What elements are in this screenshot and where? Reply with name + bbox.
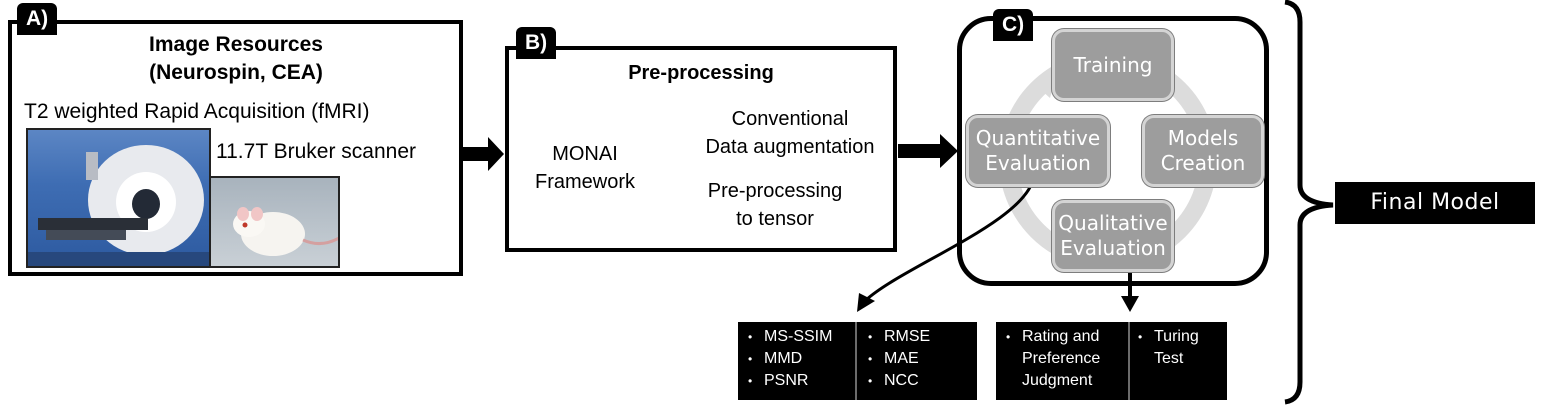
panel-b-title: Pre-processing — [628, 62, 774, 84]
panel-a-subtitle: T2 weighted Rapid Acquisition (fMRI) — [24, 100, 370, 123]
qualitative-metrics-divider — [1128, 322, 1130, 400]
panel-a-tag: A) — [17, 3, 58, 35]
quantitative-metrics-arrow — [857, 174, 1036, 312]
quantitative-metrics-col2: RMSE MAE NCC — [866, 326, 930, 392]
framework-line2: Framework — [534, 171, 635, 193]
panel-model-cycle — [957, 16, 1269, 286]
quantitative-line1: Quantitative — [975, 126, 1101, 150]
quantitative-metrics-box: MS-SSIM MMD PSNR RMSE MAE NCC — [738, 322, 977, 400]
qualitative-metrics-col1: Rating and Preference Judgment — [1004, 326, 1100, 392]
quantitative-line2: Evaluation — [985, 151, 1091, 175]
final-model-label: Final Model — [1335, 182, 1535, 224]
quantitative-metrics-divider — [855, 322, 857, 400]
mri-scanner-drawing — [28, 145, 209, 266]
metric-item: MAE — [866, 348, 930, 370]
metric-item: MS-SSIM — [746, 326, 832, 348]
mri-scanner-image — [26, 128, 211, 268]
augmentation-label: Conventional Data augmentation — [680, 105, 900, 161]
metric-item: RMSE — [866, 326, 930, 348]
arrow-b-to-c — [898, 134, 958, 168]
rat-drawing — [233, 207, 338, 256]
metric-item-continuation: Preference — [1022, 350, 1101, 367]
tensor-line2: to tensor — [736, 208, 814, 230]
models-creation-line1: Models — [1167, 126, 1239, 150]
scanner-label: 11.7T Bruker scanner — [216, 140, 416, 163]
augmentation-line2: Data augmentation — [705, 136, 875, 158]
arrow-a-to-b — [457, 137, 504, 171]
rat-image — [209, 176, 340, 268]
metric-item: Rating and — [1004, 326, 1100, 348]
qualitative-metrics-col2: Turing Test — [1136, 326, 1199, 370]
final-model-brace — [1284, 0, 1334, 405]
qualitative-line2: Evaluation — [1060, 236, 1166, 260]
qualitative-line1: Qualitative — [1058, 211, 1168, 235]
metric-item: MMD — [746, 348, 832, 370]
metric-item-continuation: Test — [1154, 350, 1184, 367]
models-creation-line2: Creation — [1160, 151, 1246, 175]
augmentation-line1: Conventional — [731, 108, 849, 130]
metric-item: PSNR — [746, 370, 832, 392]
panel-a-title-line2: (Neurospin, CEA) — [149, 61, 323, 84]
panel-c-tag: C) — [993, 9, 1034, 41]
qualitative-evaluation-step: Qualitative Evaluation — [1052, 200, 1174, 272]
framework-line1: MONAI — [552, 143, 618, 165]
panel-preprocessing — [505, 46, 897, 252]
metric-item-continuation: Judgment — [1022, 372, 1093, 389]
framework-label: MONAI Framework — [520, 140, 650, 196]
metric-item: Turing — [1136, 326, 1199, 348]
models-creation-step: Models Creation — [1142, 115, 1264, 187]
tensor-label: Pre-processing to tensor — [670, 177, 880, 233]
panel-a-title: Image Resources (Neurospin, CEA) — [10, 31, 462, 87]
panel-b-tag: B) — [516, 27, 557, 59]
tensor-line1: Pre-processing — [707, 180, 843, 202]
qualitative-metrics-box: Rating and Preference Judgment Turing Te… — [996, 322, 1227, 400]
panel-a-title-line1: Image Resources — [149, 33, 323, 56]
quantitative-evaluation-step: Quantitative Evaluation — [966, 115, 1110, 187]
quantitative-metrics-col1: MS-SSIM MMD PSNR — [746, 326, 832, 392]
metric-item: NCC — [866, 370, 930, 392]
training-step: Training — [1052, 29, 1174, 101]
